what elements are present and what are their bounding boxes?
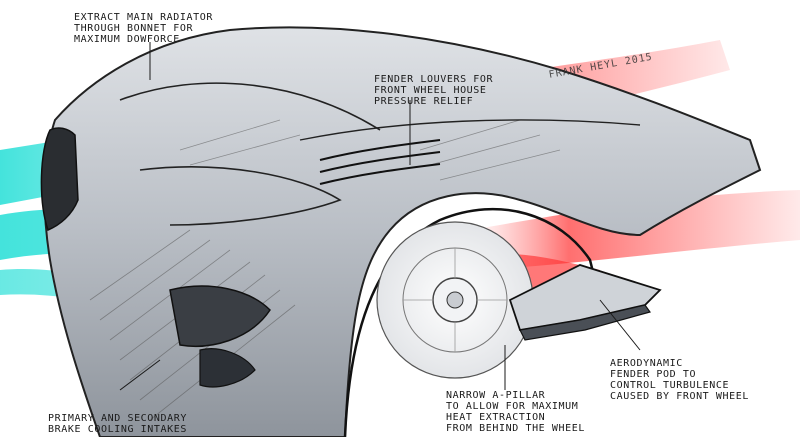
annotation-fender-louvers: FENDER LOUVERS FOR FRONT WHEEL HOUSE PRE… <box>374 74 494 107</box>
leader-lines <box>119 42 641 391</box>
car-body <box>40 26 762 437</box>
annotation-a-pillar: NARROW A-PILLAR TO ALLOW FOR MAXIMUM HEA… <box>446 390 586 434</box>
annotation-radiator: EXTRACT MAIN RADIATOR THROUGH BONNET FOR… <box>74 12 214 45</box>
front-wheel <box>343 207 602 437</box>
annotation-brake-intakes: PRIMARY AND SECONDARY BRAKE COOLING INTA… <box>48 413 188 435</box>
fender-pod <box>508 264 662 341</box>
annotation-fender-pod: AERODYNAMIC FENDER POD TO CONTROL TURBUL… <box>610 358 750 402</box>
